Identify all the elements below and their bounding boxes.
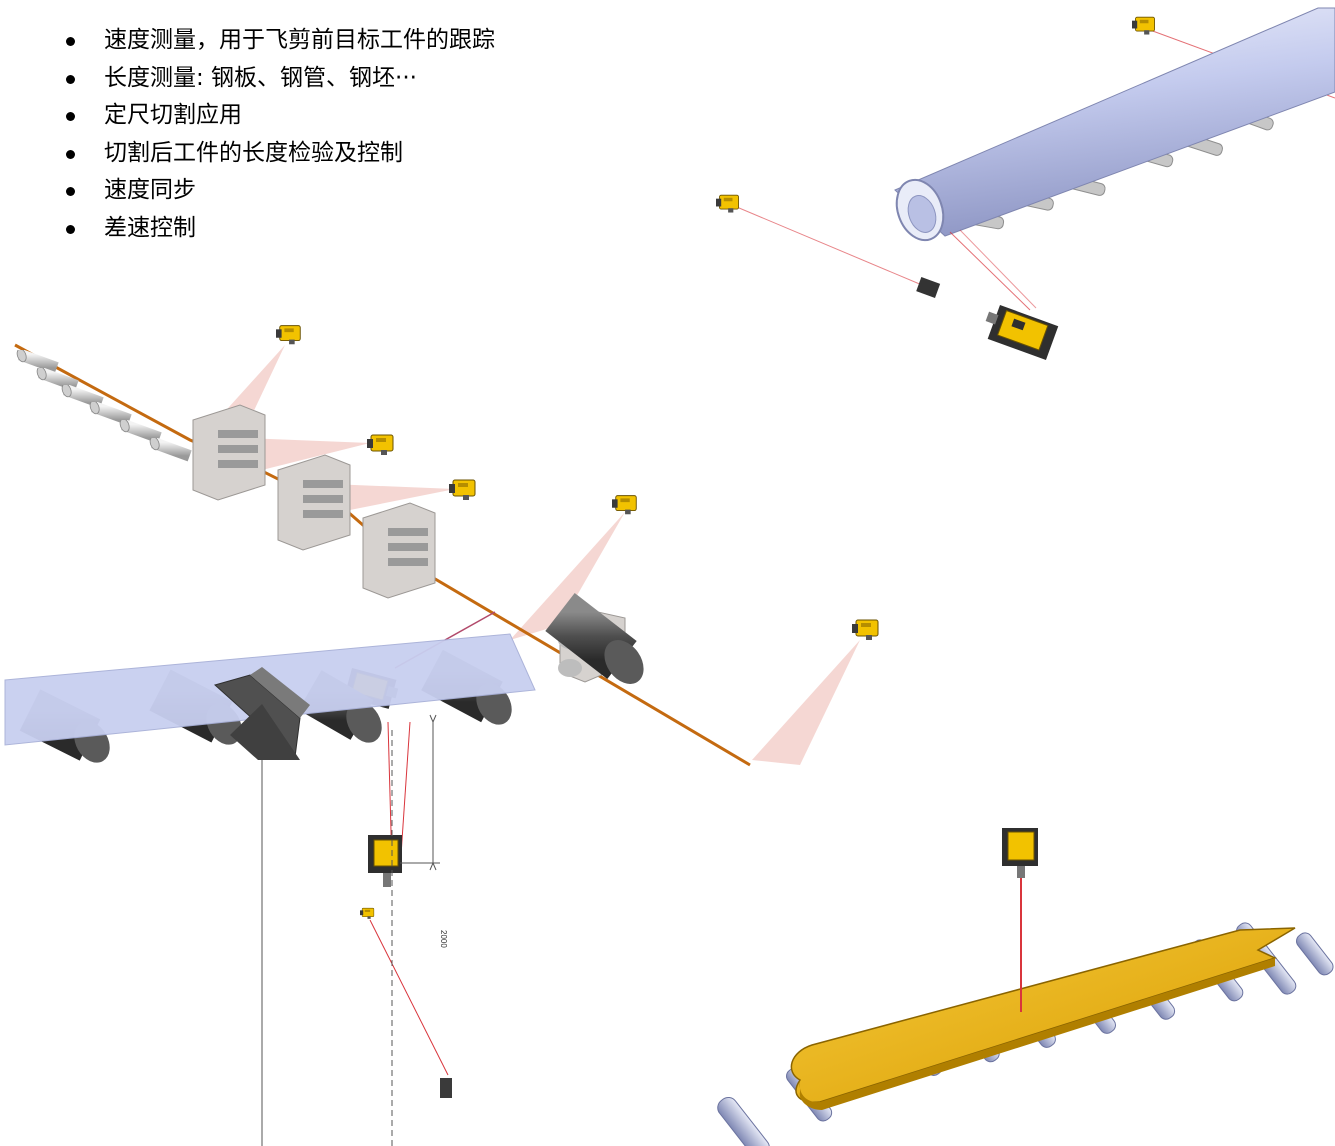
pipe-scene [716,7,1335,361]
flying-shear-scene: 2000 [4,593,644,1146]
laser-sensor-icon [368,835,402,887]
dimension-label: 2000 [439,930,448,948]
lower-blade [230,704,300,760]
rolling-stand-icon [277,454,351,551]
laser-sensor-icon [612,495,637,515]
entry-rollers [15,348,189,456]
plate-scene [717,828,1334,1146]
laser-sensor-icon [985,305,1059,361]
steel-plate-icon [790,927,1296,1103]
rolling-stand-icon [192,404,266,501]
receiver-icon [916,277,941,298]
feature-list: 速度测量，用于飞剪前目标工件的跟踪 长度测量: 钢板、钢管、钢坯··· 定尺切割… [66,22,495,248]
dimension-marker [261,714,440,1146]
bullet-differential-control: 差速控制 [66,210,495,248]
laser-sensor-icon [449,479,476,501]
receiver-icon [440,1078,452,1098]
bullet-length-measurement: 长度测量: 钢板、钢管、钢坯··· [66,60,495,98]
laser-sensor-icon [716,194,739,213]
laser-sensor-icon [360,907,375,920]
laser-sensor-icon [852,619,879,641]
rolling-stand-icon [362,502,436,599]
laser-sensor-icon [1002,828,1038,878]
bullet-speed-tracking: 速度测量，用于飞剪前目标工件的跟踪 [66,22,495,60]
laser-sensor-icon [1132,16,1155,35]
laser-sensor-icon [367,434,394,456]
bullet-length-inspection: 切割后工件的长度检验及控制 [66,135,495,173]
bullet-cut-to-length: 定尺切割应用 [66,97,495,135]
bullet-speed-sync: 速度同步 [66,172,495,210]
laser-sensor-icon [276,325,301,345]
roller-icon [545,593,644,684]
